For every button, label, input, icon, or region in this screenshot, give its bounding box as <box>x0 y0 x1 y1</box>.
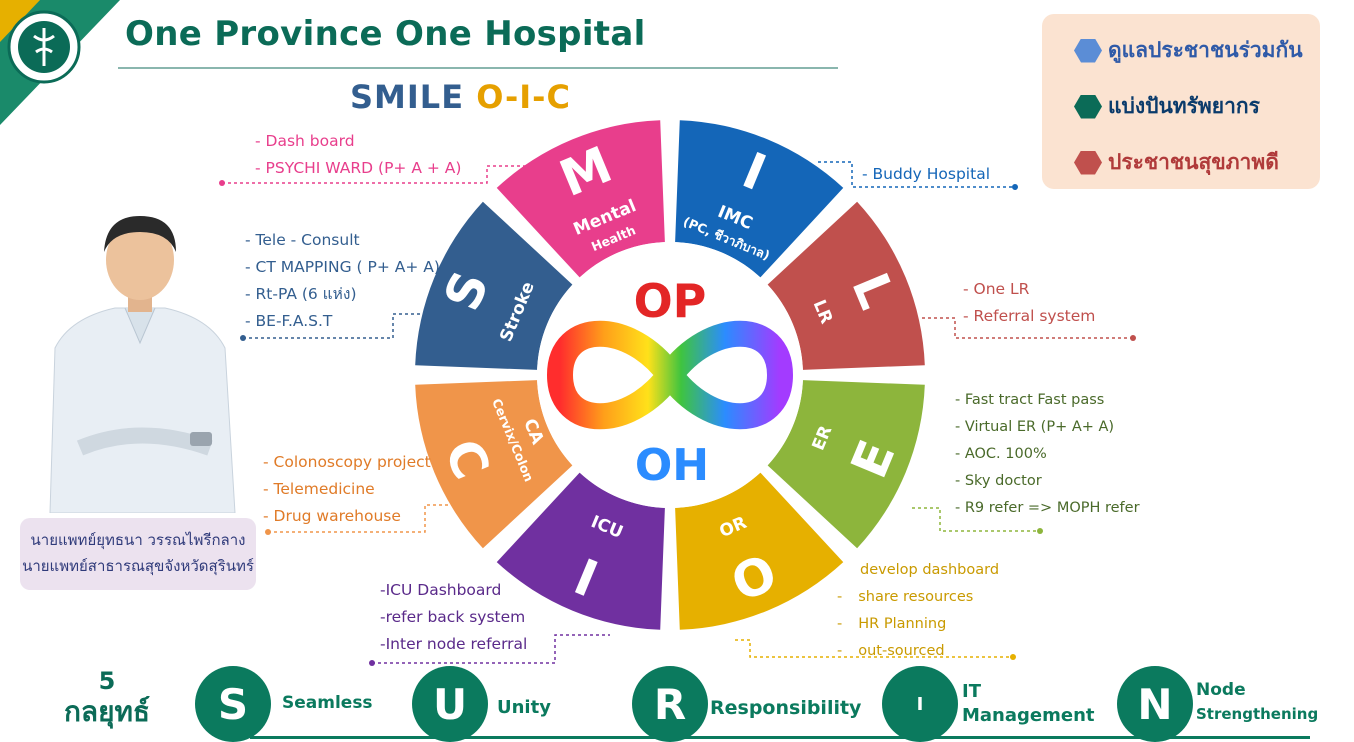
strategy-i-badge: I <box>882 666 958 742</box>
strategy-u-badge: U <box>412 666 488 742</box>
notes-stroke: - Tele - Consult - CT MAPPING ( P+ A+ A)… <box>245 227 440 335</box>
note-line: - Drug warehouse <box>263 507 401 525</box>
strategy-s-word: Seamless <box>282 693 373 713</box>
notes-imc: - Buddy Hospital <box>862 161 990 188</box>
wheel-segment-e <box>767 380 925 549</box>
note-line: - Referral system <box>963 307 1096 325</box>
strategy-r-word: Responsibility <box>710 697 862 719</box>
note-line: - CT MAPPING ( P+ A+ A) <box>245 258 440 276</box>
strategy-s-badge: S <box>195 666 271 742</box>
strategy-n-badge: N <box>1117 666 1193 742</box>
wheel-segment-s <box>415 201 573 370</box>
wheel-segment-o <box>675 472 844 630</box>
note-line: - Fast tract Fast pass <box>955 392 1105 408</box>
wheel-segment-i <box>496 472 665 630</box>
note-line: - Buddy Hospital <box>862 165 990 183</box>
note-line: - BE-F.A.S.T <box>245 312 333 330</box>
wheel-segment-l <box>767 201 925 370</box>
notes-mental-health: - Dash board - PSYCHI WARD (P+ A + A) <box>255 128 461 182</box>
legend-item-care: ดูแลประชาชนร่วมกัน <box>1074 34 1303 67</box>
legend-item-health: ประชาชนสุขภาพดี <box>1074 146 1279 179</box>
ministry-logo <box>0 0 120 125</box>
strategy-n-word: Node Strengthening <box>1196 680 1319 723</box>
note-line: - Colonoscopy project <box>263 453 431 471</box>
note-line: -ICU Dashboard <box>380 581 502 599</box>
strategy-count: 5 <box>98 667 116 695</box>
note-line: -HR Planning <box>837 616 947 632</box>
note-line: - Tele - Consult <box>245 231 360 249</box>
note-line: - R9 refer => MOPH refer <box>955 500 1140 516</box>
page-title: One Province One Hospital <box>125 14 646 54</box>
note-line: develop dashboard <box>860 562 1000 578</box>
legend-label: ประชาชนสุขภาพดี <box>1108 150 1279 174</box>
note-line: -Inter node referral <box>380 635 528 653</box>
center-op-label: OP <box>634 274 707 328</box>
note-line: - One LR <box>963 280 1030 298</box>
notes-er: - Fast tract Fast pass - Virtual ER (P+ … <box>955 387 1140 522</box>
legend-label: ดูแลประชาชนร่วมกัน <box>1108 38 1303 62</box>
note-line: - Virtual ER (P+ A+ A) <box>955 419 1115 435</box>
person-position: นายแพทย์สาธารณสุขจังหวัดสุรินทร์ <box>22 557 254 575</box>
smile-oic-heading: SMILE O-I-C <box>350 78 571 116</box>
infinity-icon <box>546 320 794 430</box>
notes-or: develop dashboard -share resources -HR P… <box>837 557 999 665</box>
center-oh-label: OH <box>635 440 709 491</box>
note-line: - Telemedicine <box>263 480 375 498</box>
note-line: -share resources <box>837 589 974 605</box>
note-line: - Sky doctor <box>955 473 1042 489</box>
wheel-segment-m <box>496 120 665 278</box>
legend-panel: ดูแลประชาชนร่วมกัน แบ่งปันทรัพยากร ประชา… <box>1042 14 1320 189</box>
notes-icu: -ICU Dashboard -refer back system -Inter… <box>380 577 527 658</box>
wheel-segment-i <box>675 120 844 278</box>
smile-text: SMILE <box>350 78 465 116</box>
strategy-baseline <box>250 736 1310 739</box>
strategy-label: กลยุทธ์ <box>63 695 151 728</box>
note-line: -out-sourced <box>837 643 945 659</box>
strategy-i-word: IT Management <box>962 681 1095 726</box>
legend-item-share: แบ่งปันทรัพยากร <box>1074 90 1260 123</box>
note-line: - Rt-PA (6 แห่ง) <box>245 285 357 303</box>
notes-lr: - One LR - Referral system <box>963 276 1095 330</box>
person-caption: นายแพทย์ยุทธนา วรรณไพรีกลาง นายแพทย์สาธา… <box>20 518 256 590</box>
strategy-u-word: Unity <box>497 697 551 718</box>
legend-label: แบ่งปันทรัพยากร <box>1108 94 1260 118</box>
note-line: - Dash board <box>255 132 355 150</box>
wheel-segment-c <box>415 380 573 549</box>
notes-ca: - Colonoscopy project - Telemedicine - D… <box>263 449 431 530</box>
note-line: - AOC. 100% <box>955 446 1047 462</box>
note-line: - PSYCHI WARD (P+ A + A) <box>255 159 462 177</box>
strategy-r-badge: R <box>632 666 708 742</box>
person-name: นายแพทย์ยุทธนา วรรณไพรีกลาง <box>30 531 246 549</box>
title-divider <box>118 67 838 69</box>
person-photo <box>49 216 236 513</box>
strategy-heading: 5 กลยุทธ์ <box>62 668 152 730</box>
note-line: -refer back system <box>380 608 526 626</box>
oic-text: O-I-C <box>476 78 571 116</box>
